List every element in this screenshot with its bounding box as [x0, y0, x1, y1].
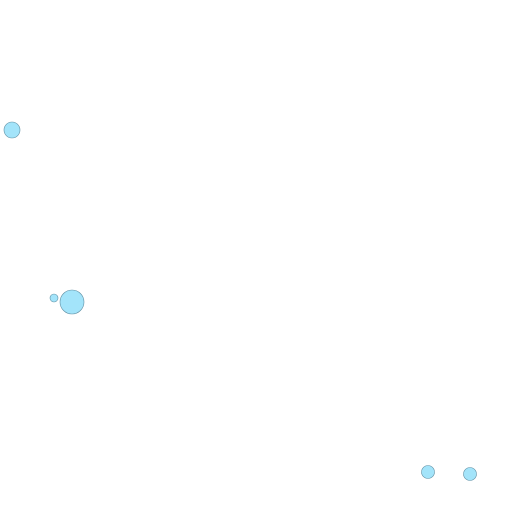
bubble-point-4 [421, 465, 435, 479]
bubble-point-2 [49, 293, 59, 303]
bubble-point-1 [3, 121, 21, 139]
bubble-point-3 [59, 289, 85, 315]
bubble-point-5 [463, 467, 477, 481]
plot-area [3, 121, 477, 481]
